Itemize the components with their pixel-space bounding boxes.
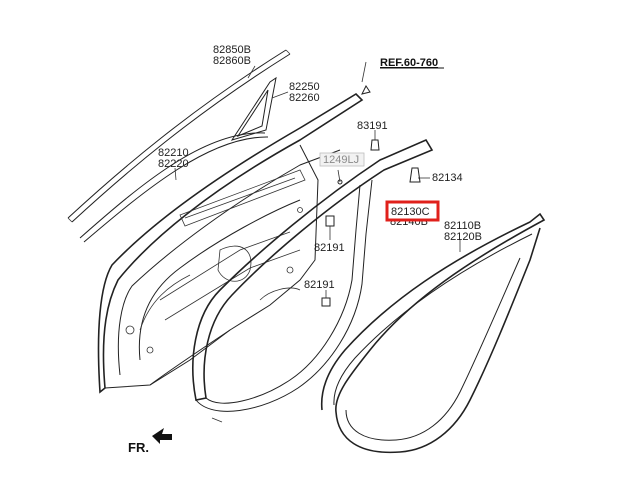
clip-82134 [409,167,421,183]
label-82210: 82210 [158,147,189,159]
label-82134: 82134 [432,172,463,184]
label-82850b: 82850B [213,44,251,56]
label-82110b: 82110B [444,220,481,232]
leader-lines [174,61,461,298]
label-82860b: 82860B [213,55,251,67]
label-82120b: 82120B [444,231,482,243]
fasteners [321,139,421,307]
triangle-garnish [230,76,277,141]
clip-82191-lower [321,297,331,307]
label-front: FR. [128,440,149,455]
label-1249lj-box [319,152,365,167]
label-1249lj: 1249LJ [323,154,359,166]
label-82191-lower: 82191 [304,279,335,291]
label-82250: 82250 [289,81,320,93]
label-82130c[interactable]: 82130C [391,206,430,218]
door-panel [97,92,364,394]
door-frame-weatherstrip [192,138,434,423]
upper-moulding-strip [67,49,291,243]
front-arrow-icon [152,428,172,444]
label-82260: 82260 [289,92,320,104]
ref-arrow-icon [361,85,371,95]
clip-82191-upper [325,215,335,227]
label-ref[interactable]: REF.60-760 [380,57,438,69]
highlight-box[interactable] [385,200,440,222]
label-83191: 83191 [357,120,388,132]
label-82191-upper: 82191 [314,242,345,254]
clip-83191 [370,139,380,151]
label-82220: 82220 [158,158,189,170]
body-weatherstrip [320,212,546,454]
